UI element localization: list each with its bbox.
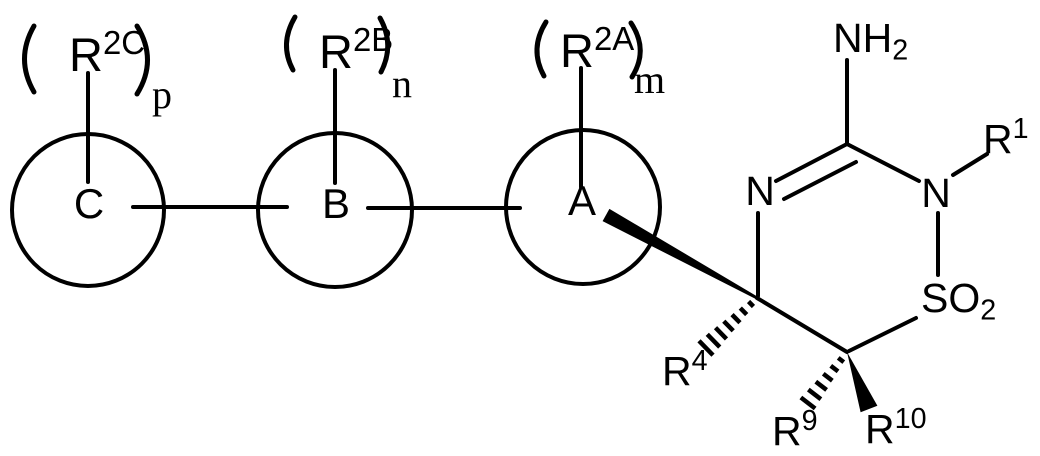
ring-c-circle-label: C (74, 180, 104, 227)
hash-mark (738, 306, 749, 317)
bond-c3-to-n2 (845, 142, 921, 183)
ring-nitrogen-left-label: N (745, 168, 775, 214)
hash-mark (730, 313, 742, 325)
hash-mark (799, 395, 817, 411)
hashed-bond-c4-to-r4 (697, 299, 756, 357)
hash-mark (821, 371, 834, 383)
r1-substituent-label: R1 (983, 113, 1029, 162)
r2b-substituent-open-paren (284, 14, 298, 73)
hash-mark (722, 319, 735, 333)
hashed-bond-c6-to-r9 (799, 356, 846, 411)
r2c-substituent-label: R2C (69, 24, 145, 81)
amino-group-label: NH2 (833, 15, 908, 66)
r2a-substituent-label: R2A (560, 20, 634, 77)
hash-mark (705, 332, 722, 349)
ring-c-circle (10, 132, 166, 288)
r9-substituent-label: R9 (772, 405, 818, 454)
bond-c3-n1-double-inner (782, 160, 858, 201)
ring-a-circle (504, 128, 662, 286)
r2b-substituent-label: R2B (319, 21, 393, 78)
r2b-substituent-close-paren (377, 15, 391, 75)
bond-c4-to-c6 (755, 296, 849, 354)
wedge-bond-c6-to-r10 (847, 352, 878, 413)
hash-mark (746, 299, 756, 309)
r10-substituent-label: R10 (865, 403, 927, 452)
hash-mark (806, 387, 823, 401)
hash-mark (829, 364, 840, 374)
r2c-substituent-close-paren (134, 23, 150, 97)
bond-so2-to-c6 (847, 316, 918, 353)
ring-b-circle-label: B (322, 180, 350, 227)
r2c-substituent-count-label: p (152, 72, 172, 117)
ring-nitrogen-right-label: N (921, 170, 951, 216)
r2a-substituent-count-label: m (634, 57, 665, 102)
hash-mark (697, 339, 715, 357)
wedge-bond-ring-a-to-c4 (602, 208, 758, 300)
bond-n2-to-r1 (951, 152, 989, 177)
hash-mark (713, 326, 729, 341)
r2b-substituent-count-label: n (392, 61, 412, 106)
ring-b-circle (256, 131, 414, 289)
sulfonyl-group-label: SO2 (921, 275, 996, 326)
r2a-substituent-open-paren (534, 19, 549, 79)
hash-mark (814, 379, 828, 392)
r2c-substituent-open-paren (22, 23, 37, 95)
r4-substituent-label: R4 (662, 345, 708, 394)
r2a-substituent-close-paren (628, 20, 643, 80)
bond-c3-n1-double-outer (774, 142, 849, 183)
hash-mark (836, 356, 846, 364)
ring-a-circle-label: A (568, 177, 596, 224)
